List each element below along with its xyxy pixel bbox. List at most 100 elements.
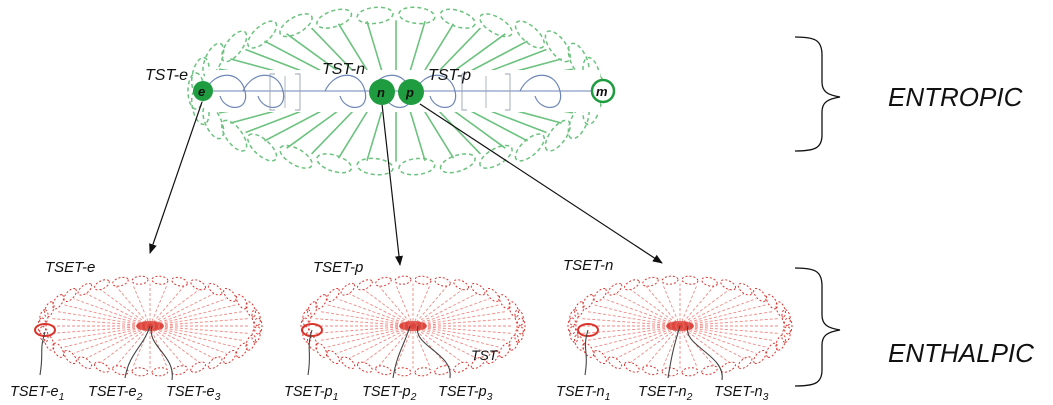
enthalpic-spoke [395,325,414,368]
enthalpic-petal [453,361,470,373]
enthalpic-spoke [149,325,244,341]
enthalpic-petal [623,361,640,373]
label-tset-n1: TSET-n1 [556,384,610,403]
enthalpic-petal [701,276,718,287]
enthalpic-petal [737,356,753,369]
enthalpic-petal [315,342,328,358]
enthalpic-petal [77,283,93,296]
enthalpic-spoke [593,304,681,327]
node-p: p [398,79,424,105]
enthalpic-spoke [149,318,248,327]
enthalpic-petal [508,334,519,351]
enthalpic-petal [516,317,526,335]
enthalpic-spoke [149,311,244,327]
enthalpic-spoke [348,293,414,327]
enthalpic-spoke [115,285,151,327]
enthalpic-spoke [149,284,168,327]
enthalpic-spoke [149,325,185,367]
enthalpic-spoke [73,325,151,354]
enthalpic-spoke [412,298,490,327]
enthalpic-leader [39,331,46,376]
enthalpic-spoke [679,325,774,341]
enthalpic-spoke [149,325,215,359]
enthalpic-spoke [662,284,681,327]
entropic-petal [479,144,513,169]
enthalpic-spoke [645,325,681,367]
entropic-petal [356,157,394,176]
enthalpic-petal [593,349,607,364]
enthalpic-spoke [412,325,511,334]
enthalpic-petal [375,365,392,376]
enthalpic-petal [582,294,595,310]
enthalpic-petal [235,342,248,358]
enthalpic-petal [207,283,223,296]
enthalpic-leader [150,325,173,381]
enthalpic-petal [765,342,778,358]
enthalpic-spoke [149,285,185,327]
enthalpic-spoke [412,325,478,359]
enthalpic-petal [245,334,256,351]
enthalpic-spoke [679,284,698,327]
enthalpic-spoke [679,311,774,327]
enthalpic-petal [681,367,699,377]
enthalpic-spoke [412,288,463,327]
entropic-petal [279,13,313,38]
enthalpic-core [399,321,427,331]
enthalpic-petal [340,356,356,369]
enthalpic-petal [131,367,149,377]
entropic-petal [221,30,248,63]
enthalpic-petal [701,365,718,376]
enthalpic-petal [315,294,328,310]
enthalpic-petal [508,301,519,318]
enthalpic-spoke [679,325,757,354]
enthalpic-petal [300,317,310,335]
enthalpic-spoke [593,325,681,348]
enthalpic-petal [514,309,524,326]
entropic-bracket [269,73,301,111]
enthalpic-petal [765,294,778,310]
enthalpic-petal [93,361,110,373]
enthalpic-petal [414,275,432,285]
enthalpic-spoke [412,325,507,341]
entropic-loop [414,74,457,108]
enthalpic-spoke [679,325,698,368]
label-tset-p1: TSET-p1 [284,384,338,403]
enthalpic-petal [569,326,579,343]
enthalpic-spoke [149,298,227,327]
enthalpic-petal [486,349,500,364]
enthalpic-petal [394,275,412,285]
entropic-loop [519,74,562,108]
enthalpic-spoke [679,285,715,327]
enthalpic-spoke [679,293,745,327]
enthalpic-cluster-0 [34,275,263,381]
enthalpic-spoke [363,288,414,327]
enthalpic-spoke [149,325,200,364]
enthalpic-spoke [630,288,681,327]
enthalpic-spoke [412,325,448,367]
enthalpic-petal [623,279,640,291]
enthalpic-petal [574,301,585,318]
enthalpic-spoke [679,325,715,367]
svg-text:m: m [596,84,608,99]
enthalpic-spoke [615,325,681,359]
entropic-loop [242,74,285,108]
arrow-n [381,103,403,266]
enthalpic-spoke [56,311,151,327]
label-tset-p2: TSET-p2 [362,384,417,403]
enthalpic-spoke [336,325,414,354]
enthalpic-leader [124,325,151,379]
entropic-loop [324,74,367,108]
enthalpic-petal [681,275,699,285]
enthalpic-petal [498,342,511,358]
enthalpic-spoke [149,293,215,327]
enthalpic-petal [567,317,577,335]
enthalpic-spoke [326,325,414,348]
enthalpic-spoke [132,284,151,327]
enthalpic-spoke [412,304,500,327]
entropic-petal [279,144,313,169]
enthalpic-petal [223,288,237,303]
svg-text:p: p [405,85,414,100]
enthalpic-petal [171,365,188,376]
enthalpic-petal [245,301,256,318]
enthalpic-spoke [679,318,778,327]
